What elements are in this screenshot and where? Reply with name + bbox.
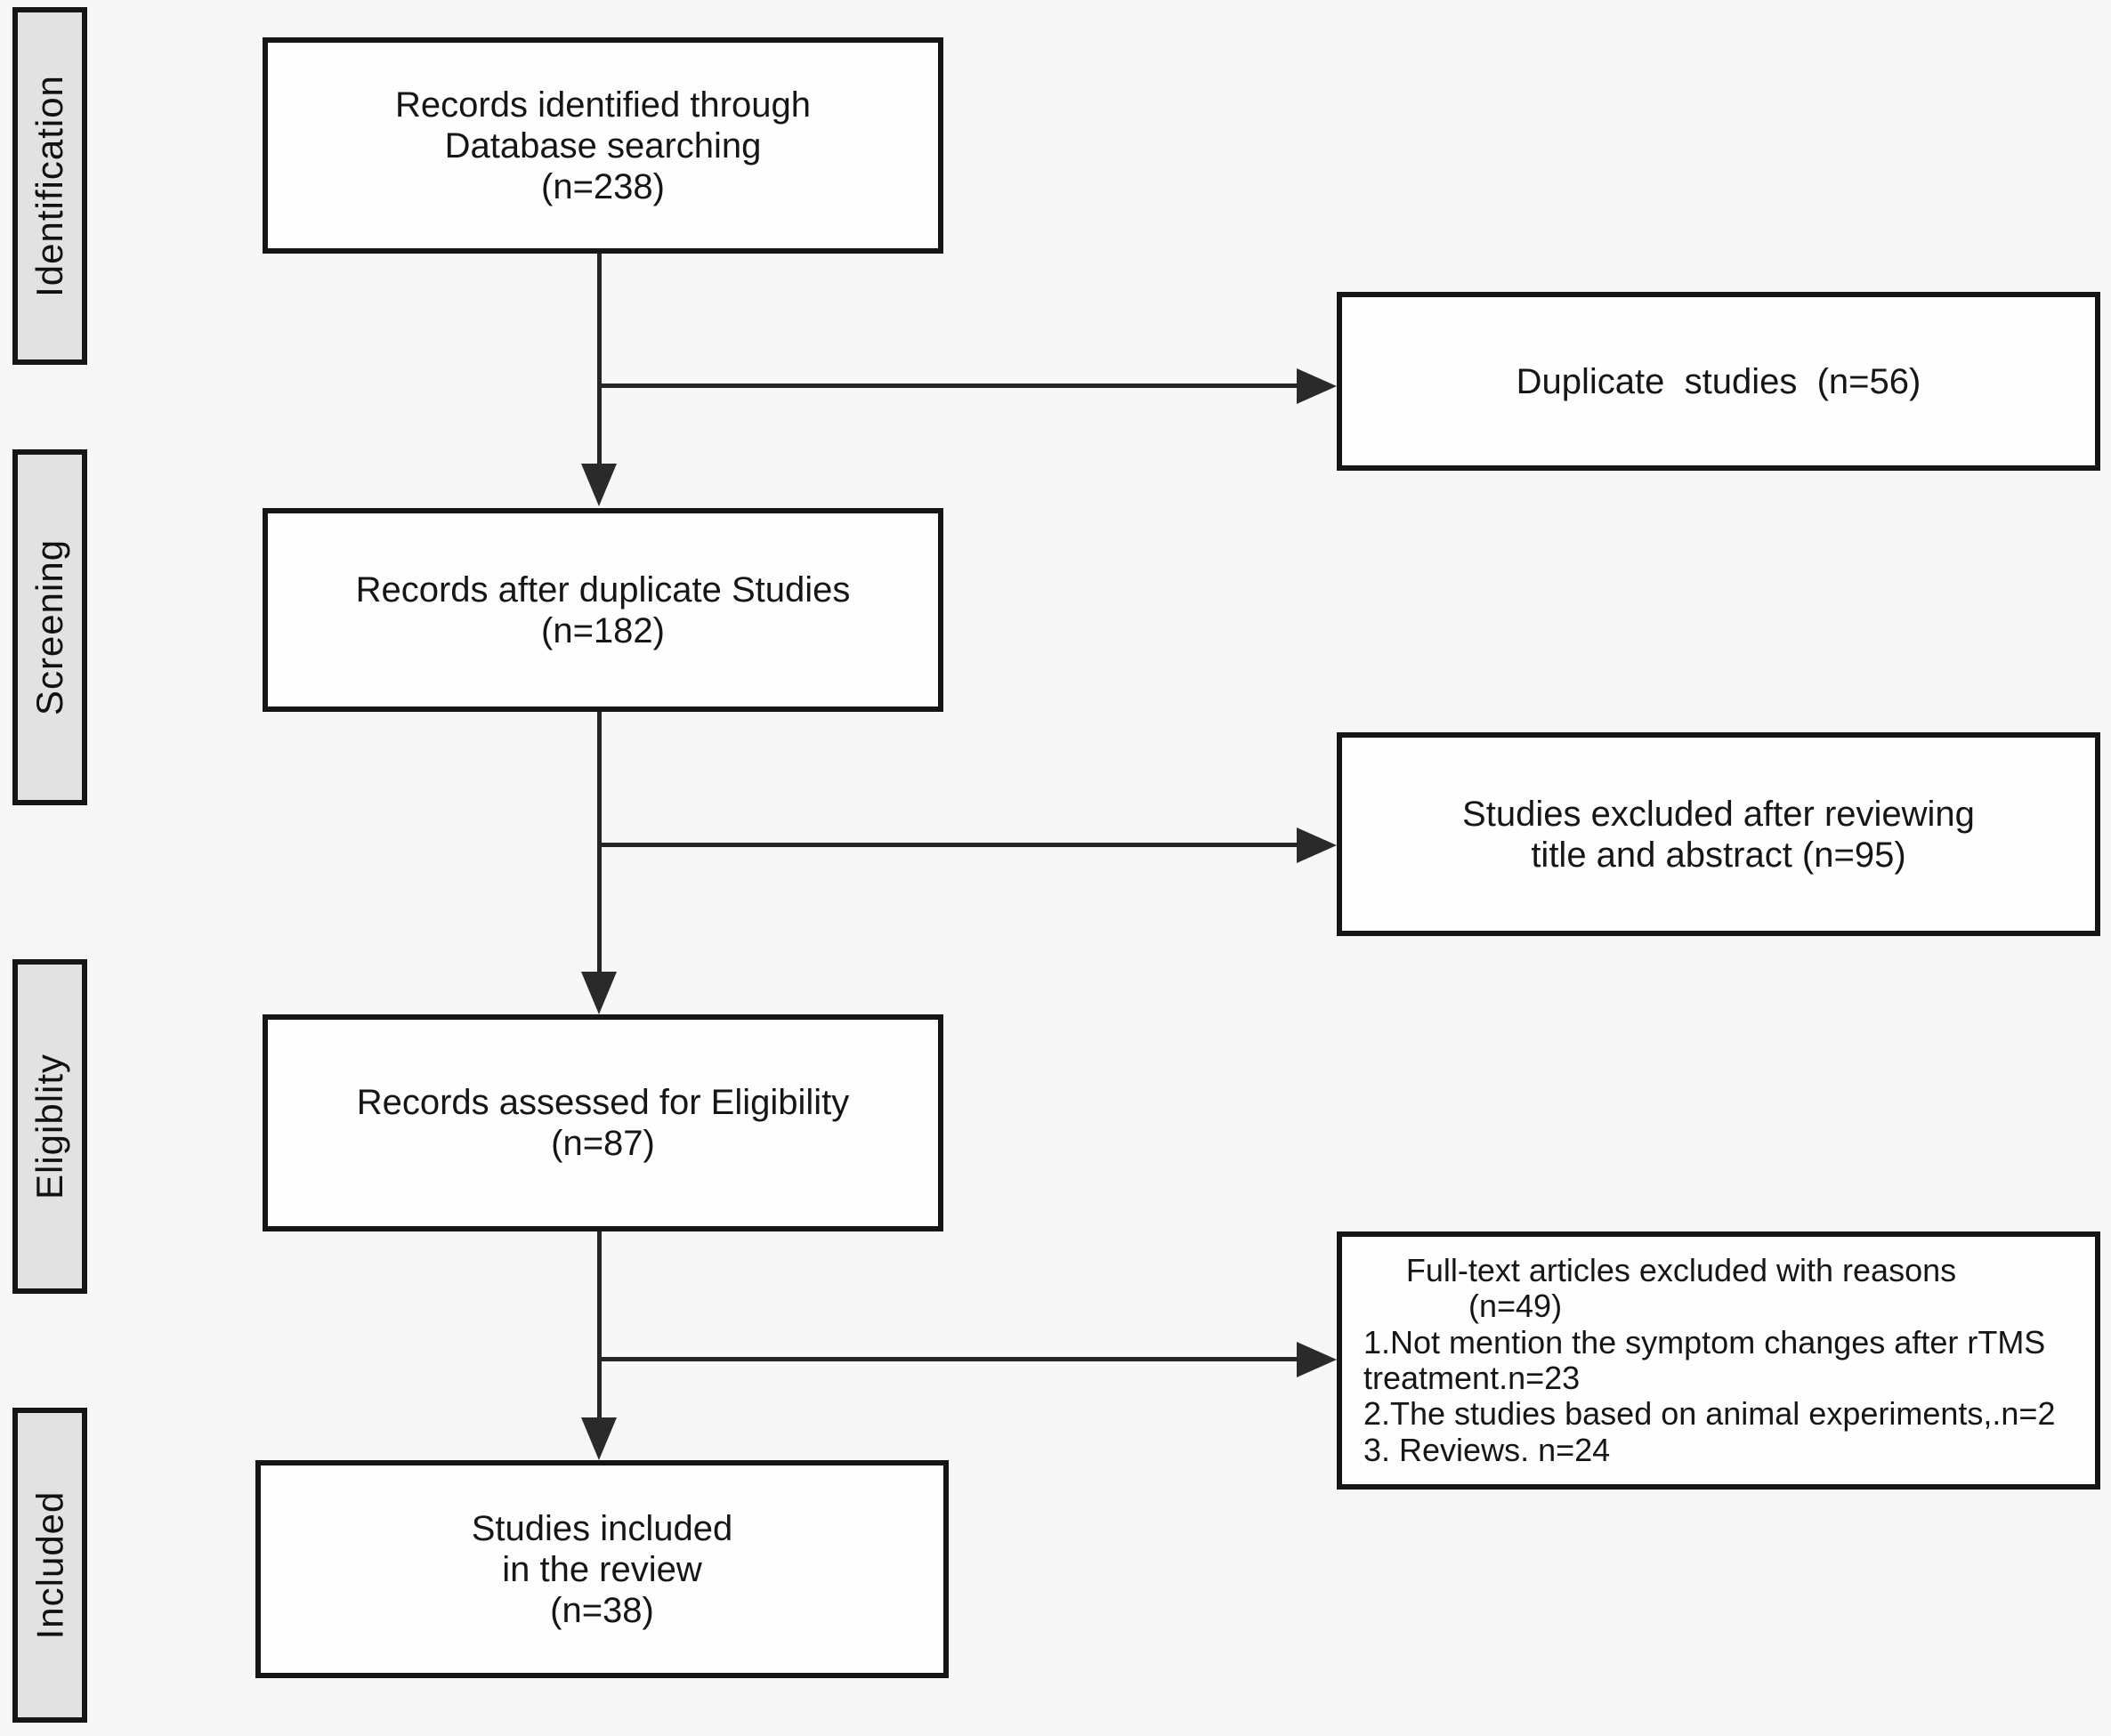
studies-included-line2: in the review	[502, 1549, 702, 1589]
fulltext-excluded-reason3: 3. Reviews. n=24	[1363, 1431, 1611, 1468]
studies-included-count: (n=38)	[550, 1590, 654, 1630]
flow-box-studies-included: Studies included in the review (n=38)	[255, 1460, 949, 1678]
connector-branch-to-title-abstract-excluded	[597, 843, 1297, 847]
records-identified-line2: Database searching	[444, 125, 762, 166]
connector-assessed-to-included	[597, 1231, 602, 1417]
title-abstract-excluded-line1: Studies excluded after reviewing	[1462, 794, 1975, 834]
records-assessed-count: (n=87)	[551, 1124, 655, 1163]
records-after-duplicates-line1: Records after duplicate Studies	[355, 569, 851, 610]
fulltext-excluded-title: Full-text articles excluded with reasons	[1405, 1252, 1957, 1289]
records-identified-line1: Records identified through	[395, 85, 811, 125]
connector-identified-to-after-duplicates	[597, 254, 602, 464]
flow-box-title-abstract-excluded: Studies excluded after reviewing title a…	[1337, 732, 2100, 936]
flow-box-duplicate-studies: Duplicate studies (n=56)	[1337, 292, 2100, 471]
stage-label-screening-text: Screening	[28, 538, 70, 716]
arrowhead-into-title-abstract-excluded	[1297, 828, 1337, 863]
fulltext-excluded-reason1b: treatment.n=23	[1363, 1360, 1581, 1396]
stage-label-screening: Screening	[12, 449, 87, 805]
connector-after-duplicates-to-assessed	[597, 712, 602, 972]
stage-label-included: Included	[12, 1408, 87, 1723]
records-assessed-line1: Records assessed for Eligibility	[356, 1083, 850, 1122]
connector-branch-to-fulltext-excluded	[597, 1357, 1297, 1361]
stage-label-included-text: Included	[28, 1490, 71, 1640]
stage-label-identification: Identification	[12, 7, 87, 365]
connector-branch-to-duplicates	[597, 384, 1297, 388]
title-abstract-excluded-line2: title and abstract (n=95)	[1531, 835, 1906, 875]
arrowhead-into-assessed	[581, 972, 617, 1014]
stage-label-eligibility-text: Eligiblity	[28, 1053, 70, 1200]
flow-box-records-assessed: Records assessed for Eligibility (n=87)	[263, 1014, 943, 1231]
records-after-duplicates-count: (n=182)	[541, 610, 665, 650]
stage-label-eligibility: Eligiblity	[12, 959, 87, 1294]
flow-box-records-after-duplicates: Records after duplicate Studies (n=182)	[263, 508, 943, 712]
flow-box-records-identified: Records identified through Database sear…	[263, 37, 943, 254]
arrowhead-into-after-duplicates	[581, 464, 617, 506]
arrowhead-into-included	[581, 1417, 617, 1460]
fulltext-excluded-reason2: 2.The studies based on animal experiment…	[1363, 1395, 2056, 1433]
stage-label-identification-text: Identification	[28, 75, 71, 297]
duplicate-studies-text: Duplicate studies (n=56)	[1516, 361, 1921, 401]
arrowhead-into-fulltext-excluded	[1297, 1342, 1337, 1377]
fulltext-excluded-reason1a: 1.Not mention the symptom changes after …	[1363, 1323, 2046, 1361]
flow-box-fulltext-excluded: Full-text articles excluded with reasons…	[1337, 1231, 2100, 1490]
studies-included-line1: Studies included	[471, 1508, 733, 1548]
records-identified-count: (n=238)	[541, 166, 665, 206]
fulltext-excluded-count: (n=49)	[1468, 1288, 1563, 1325]
arrowhead-into-duplicates	[1297, 368, 1337, 404]
